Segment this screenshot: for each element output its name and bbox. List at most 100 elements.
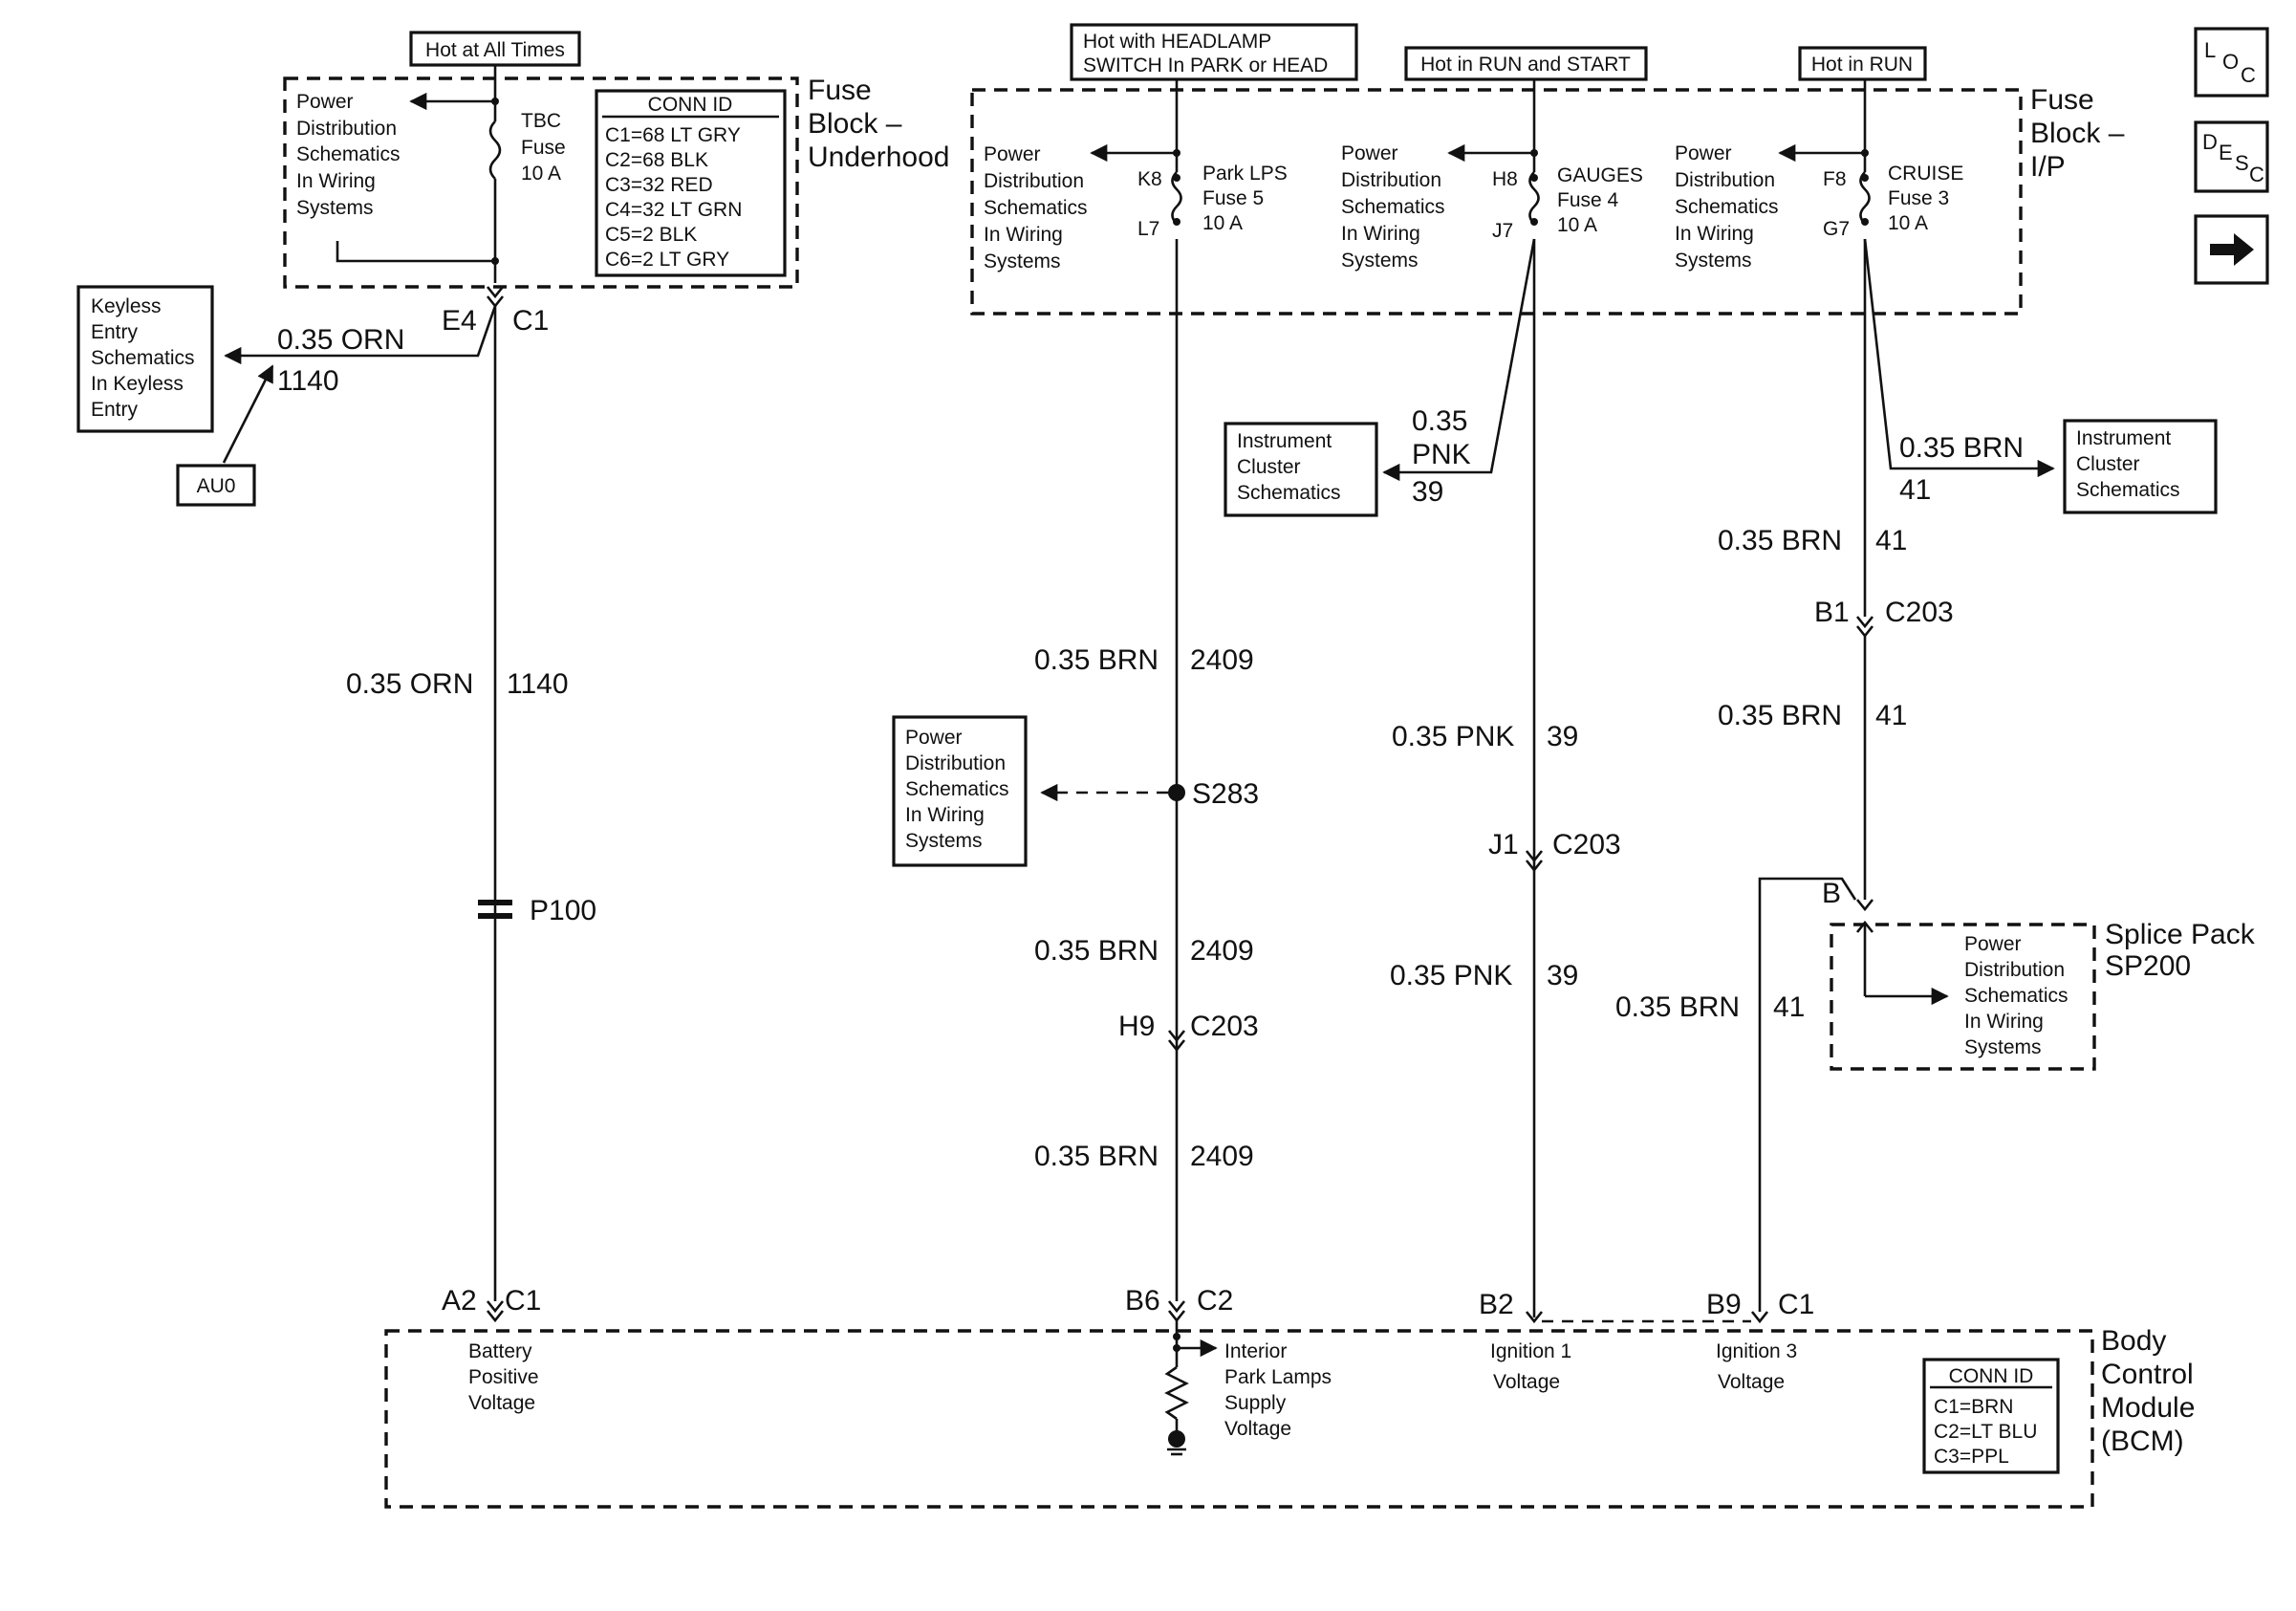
svg-text:Entry: Entry — [91, 321, 139, 343]
svg-text:41: 41 — [1899, 474, 1931, 506]
svg-text:Module: Module — [2101, 1392, 2195, 1424]
svg-text:0.35: 0.35 — [1412, 405, 1467, 437]
svg-text:0.35 PNK: 0.35 PNK — [1390, 960, 1512, 991]
next-button[interactable] — [2194, 214, 2269, 285]
svg-text:E4: E4 — [442, 305, 477, 337]
svg-text:C1: C1 — [1778, 1289, 1814, 1320]
svg-text:Instrument: Instrument — [1237, 430, 1332, 452]
svg-text:10 A: 10 A — [1202, 212, 1243, 234]
splice-pack-sp200: Splice Pack SP200 Power Distribution Sch… — [1830, 919, 2256, 1071]
svg-text:0.35 BRN: 0.35 BRN — [1615, 991, 1740, 1023]
svg-text:B2: B2 — [1479, 1289, 1514, 1320]
arrow-right-icon — [2210, 233, 2254, 266]
svg-text:C1: C1 — [512, 305, 549, 337]
svg-text:Schematics: Schematics — [984, 197, 1088, 219]
hot-run-start-label: Hot in RUN and START — [1404, 46, 1648, 81]
svg-text:Voltage: Voltage — [468, 1392, 535, 1414]
resistor-symbol — [1164, 1365, 1189, 1421]
svg-text:0.35 BRN: 0.35 BRN — [1034, 644, 1159, 676]
hot-headlamp-label: Hot with HEADLAMP SWITCH In PARK or HEAD — [1070, 23, 1358, 81]
connector-e4-symbol — [486, 286, 505, 299]
svg-text:Power: Power — [1341, 142, 1398, 164]
svg-text:O: O — [2222, 50, 2239, 74]
svg-text:41: 41 — [1773, 991, 1805, 1023]
svg-text:Systems: Systems — [984, 250, 1061, 272]
svg-text:Ignition 1: Ignition 1 — [1490, 1340, 1571, 1362]
svg-text:Supply: Supply — [1224, 1392, 1287, 1414]
svg-text:39: 39 — [1547, 960, 1578, 991]
svg-text:E: E — [2219, 141, 2233, 164]
hot-at-all-times-label: Hot at All Times — [409, 31, 581, 67]
svg-text:Park Lamps: Park Lamps — [1224, 1366, 1332, 1388]
svg-text:Power: Power — [1964, 933, 2022, 955]
gauges-fuse-4: H8 J7 GAUGES Fuse 4 10 A — [1447, 79, 1643, 242]
svg-text:C3=PPL: C3=PPL — [1934, 1446, 2009, 1468]
svg-text:Voltage: Voltage — [1718, 1371, 1785, 1393]
svg-text:Schematics: Schematics — [905, 778, 1009, 800]
svg-text:Power: Power — [984, 143, 1041, 165]
svg-text:0.35 BRN: 0.35 BRN — [1718, 525, 1842, 556]
svg-text:Power: Power — [1675, 142, 1732, 164]
svg-text:Distribution: Distribution — [1341, 169, 1441, 191]
svg-text:I/P: I/P — [2030, 151, 2066, 183]
loc-button[interactable]: L O C — [2194, 27, 2269, 98]
svg-text:P100: P100 — [530, 895, 596, 926]
svg-text:Schematics: Schematics — [91, 347, 195, 369]
svg-text:Schematics: Schematics — [2076, 479, 2180, 501]
svg-text:Distribution: Distribution — [984, 170, 1084, 192]
svg-text:Hot in RUN: Hot in RUN — [1811, 54, 1913, 76]
svg-text:C: C — [2241, 63, 2256, 87]
svg-text:0.35 BRN: 0.35 BRN — [1718, 700, 1842, 731]
svg-text:Block –: Block – — [808, 108, 902, 140]
svg-text:Systems: Systems — [1341, 250, 1419, 272]
svg-text:Fuse: Fuse — [2030, 84, 2094, 116]
power-dist-underhood-text: Power Distribution Schematics In Wiring … — [296, 91, 401, 219]
svg-text:F8: F8 — [1823, 168, 1847, 190]
svg-text:Fuse: Fuse — [808, 75, 872, 106]
power-dist-ip-text-1: Power Distribution Schematics In Wiring … — [984, 143, 1088, 272]
circuit-1140: E4 C1 0.35 ORN 1140 0.35 ORN 1140 P100 A… — [222, 286, 596, 1323]
svg-text:0.35 ORN: 0.35 ORN — [346, 668, 473, 700]
circuit-41: 0.35 BRN 41 0.35 BRN 41 B1 C203 0.35 BRN… — [1615, 238, 2055, 1324]
circuit-2409: 0.35 BRN 2409 S283 0.35 BRN 2409 H9 C203… — [1034, 239, 1259, 1323]
svg-text:2409: 2409 — [1190, 1141, 1254, 1172]
svg-text:Fuse: Fuse — [521, 137, 566, 159]
svg-text:C: C — [2249, 163, 2264, 186]
svg-text:S283: S283 — [1192, 778, 1259, 810]
bcm-battery-input: Battery Positive Voltage — [468, 1340, 539, 1414]
svg-text:In Wiring: In Wiring — [984, 224, 1063, 246]
svg-text:Hot with HEADLAMP: Hot with HEADLAMP — [1083, 31, 1271, 53]
svg-text:Schematics: Schematics — [296, 143, 401, 165]
svg-text:TBC: TBC — [521, 110, 561, 132]
svg-text:(BCM): (BCM) — [2101, 1426, 2184, 1457]
svg-text:Systems: Systems — [296, 197, 374, 219]
svg-text:B: B — [1822, 878, 1841, 909]
svg-text:Schematics: Schematics — [1964, 985, 2069, 1007]
svg-text:Hot in RUN and START: Hot in RUN and START — [1420, 54, 1631, 76]
cruise-fuse-3: F8 G7 CRUISE Fuse 3 10 A — [1778, 79, 1963, 240]
svg-text:Hot at All Times: Hot at All Times — [425, 39, 565, 61]
desc-button[interactable]: D E S C — [2194, 120, 2269, 193]
svg-text:Distribution: Distribution — [1964, 959, 2065, 981]
svg-text:C1=BRN: C1=BRN — [1934, 1396, 2013, 1418]
svg-text:0.35 BRN: 0.35 BRN — [1034, 935, 1159, 967]
svg-text:In Wiring: In Wiring — [1675, 223, 1754, 245]
splice-s283 — [1168, 784, 1185, 801]
svg-text:In Wiring: In Wiring — [1341, 223, 1420, 245]
svg-text:Fuse 5: Fuse 5 — [1202, 187, 1264, 209]
svg-text:Systems: Systems — [1675, 250, 1752, 272]
instrument-cluster-box-1: Instrument Cluster Schematics — [1224, 422, 1378, 517]
svg-text:Interior: Interior — [1224, 1340, 1287, 1362]
svg-text:C2=LT BLU: C2=LT BLU — [1934, 1421, 2037, 1443]
svg-text:H8: H8 — [1492, 168, 1518, 190]
tbc-fuse-symbol — [488, 120, 502, 180]
svg-text:B9: B9 — [1706, 1289, 1742, 1320]
svg-text:1140: 1140 — [507, 668, 569, 700]
svg-text:C2=68 BLK: C2=68 BLK — [605, 149, 708, 171]
svg-text:K8: K8 — [1137, 168, 1162, 190]
svg-text:S: S — [2235, 151, 2249, 175]
svg-text:2409: 2409 — [1190, 935, 1254, 967]
svg-text:C6=2 LT GRY: C6=2 LT GRY — [605, 249, 729, 271]
svg-text:Cluster: Cluster — [2076, 453, 2140, 475]
